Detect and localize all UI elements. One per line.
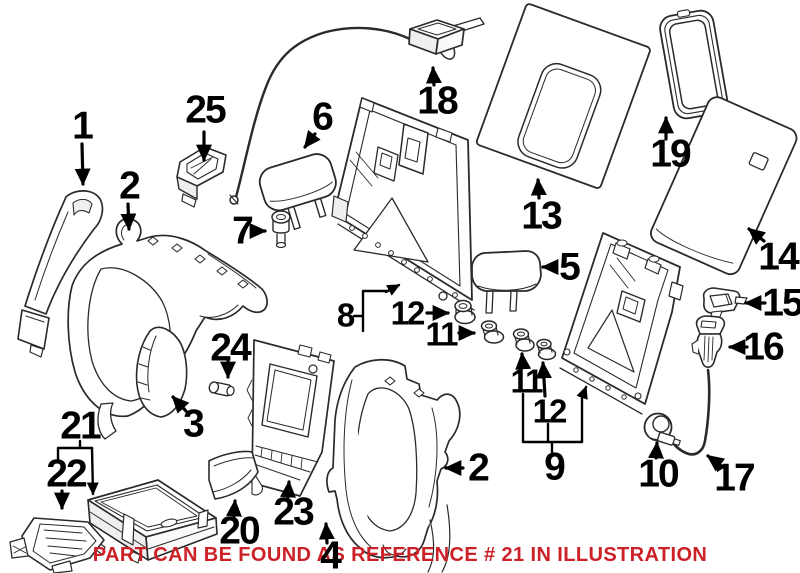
- part-17-cable-drawing: [657, 370, 709, 454]
- part-2-right-cushion-drawing: [327, 360, 460, 572]
- part-label-3: 3: [183, 402, 205, 446]
- leader-arrows: [54, 66, 766, 543]
- part-label-23: 23: [273, 490, 314, 534]
- bracket-9-arrow: [576, 385, 588, 400]
- bracket-8-arrow: [386, 285, 401, 296]
- leader-arrow-12-lower: [535, 361, 552, 396]
- leader-arrow-2-left: [120, 204, 137, 231]
- leader-arrow-6: [305, 129, 321, 147]
- leader-arrow-1: [74, 144, 91, 186]
- part-3-pad-drawing: [137, 327, 187, 417]
- part-label-10: 10: [638, 452, 679, 496]
- leader-arrow-4: [318, 522, 335, 543]
- part-label-2-left: 2: [119, 164, 141, 208]
- part-12-lower-bushing-drawing: [537, 340, 556, 360]
- bracket-21: [58, 441, 92, 459]
- part-11-lower-bushing-drawing: [514, 329, 535, 351]
- reference-brackets: [58, 285, 588, 496]
- part-label-14: 14: [758, 235, 799, 279]
- part-13-panel-drawing: [476, 3, 651, 189]
- release-cable-drawing: [230, 28, 410, 204]
- bracket-9: [523, 394, 582, 452]
- leader-arrow-17: [708, 456, 726, 472]
- part-label-16: 16: [743, 325, 784, 369]
- leader-arrow-11-lower: [515, 352, 532, 370]
- part-25-bracket-drawing: [177, 147, 226, 207]
- part-16-latch-drawing: [692, 316, 724, 367]
- leader-arrow-18: [425, 66, 442, 85]
- part-label-25: 25: [185, 88, 226, 132]
- part-24-clip-drawing: [208, 381, 235, 397]
- part-label-7: 7: [232, 209, 254, 253]
- part-label-4: 4: [320, 534, 342, 573]
- part-9-frame-drawing: [560, 233, 683, 414]
- leader-arrow-13: [530, 178, 547, 198]
- bracket-8: [354, 291, 388, 331]
- part-label-5: 5: [559, 245, 581, 289]
- part-21-armrest-box-drawing: [88, 480, 217, 563]
- part-6-headrest-drawing: [256, 150, 346, 235]
- part-label-6: 6: [312, 95, 334, 139]
- part-23-armrest-frame-drawing: [247, 340, 334, 496]
- reference-caption: PART CAN BE FOUND AS REFERENCE # 21 IN I…: [92, 544, 708, 566]
- leader-arrow-20: [225, 499, 242, 516]
- part-label-17: 17: [714, 456, 755, 500]
- part-20-trim-drawing: [209, 451, 258, 499]
- part-label-1: 1: [72, 104, 94, 148]
- part-5-headrest-drawing: [472, 251, 541, 313]
- leader-arrow-10: [647, 441, 664, 458]
- part-label-18: 18: [417, 79, 458, 123]
- bracket-21-arrow: [86, 448, 99, 496]
- part-18-latch-drawing: [409, 18, 484, 59]
- part-7-pin-drawing: [272, 211, 290, 248]
- part-11-upper-bushing-drawing: [482, 321, 504, 343]
- part-label-9: 9: [544, 445, 566, 489]
- part-label-22: 22: [46, 452, 87, 496]
- part-label-12-lower: 12: [532, 392, 568, 430]
- leader-arrow-14: [749, 229, 766, 245]
- part-label-2-right: 2: [468, 446, 490, 490]
- leader-arrow-23: [279, 480, 296, 497]
- part-19-frame-drawing: [657, 6, 729, 121]
- part-label-12-upper: 12: [390, 294, 426, 332]
- part-label-19: 19: [650, 132, 691, 176]
- part-label-13: 13: [521, 194, 562, 238]
- part-8-frame-drawing: [332, 98, 474, 310]
- part-label-15: 15: [762, 281, 800, 325]
- part-label-8: 8: [336, 296, 355, 334]
- part-label-20: 20: [219, 509, 260, 553]
- part-15-bezel-drawing: [704, 288, 747, 317]
- part-1-pillar-trim-drawing: [18, 191, 102, 357]
- part-label-24: 24: [210, 326, 251, 370]
- leader-arrow-3: [173, 397, 190, 414]
- part-label-11-upper: 11: [425, 315, 459, 353]
- part-12-upper-bushing-drawing: [455, 301, 475, 324]
- part-label-21: 21: [60, 404, 101, 448]
- part-22-hatch-drawing: [10, 518, 104, 573]
- part-14-panel-drawing: [648, 94, 800, 277]
